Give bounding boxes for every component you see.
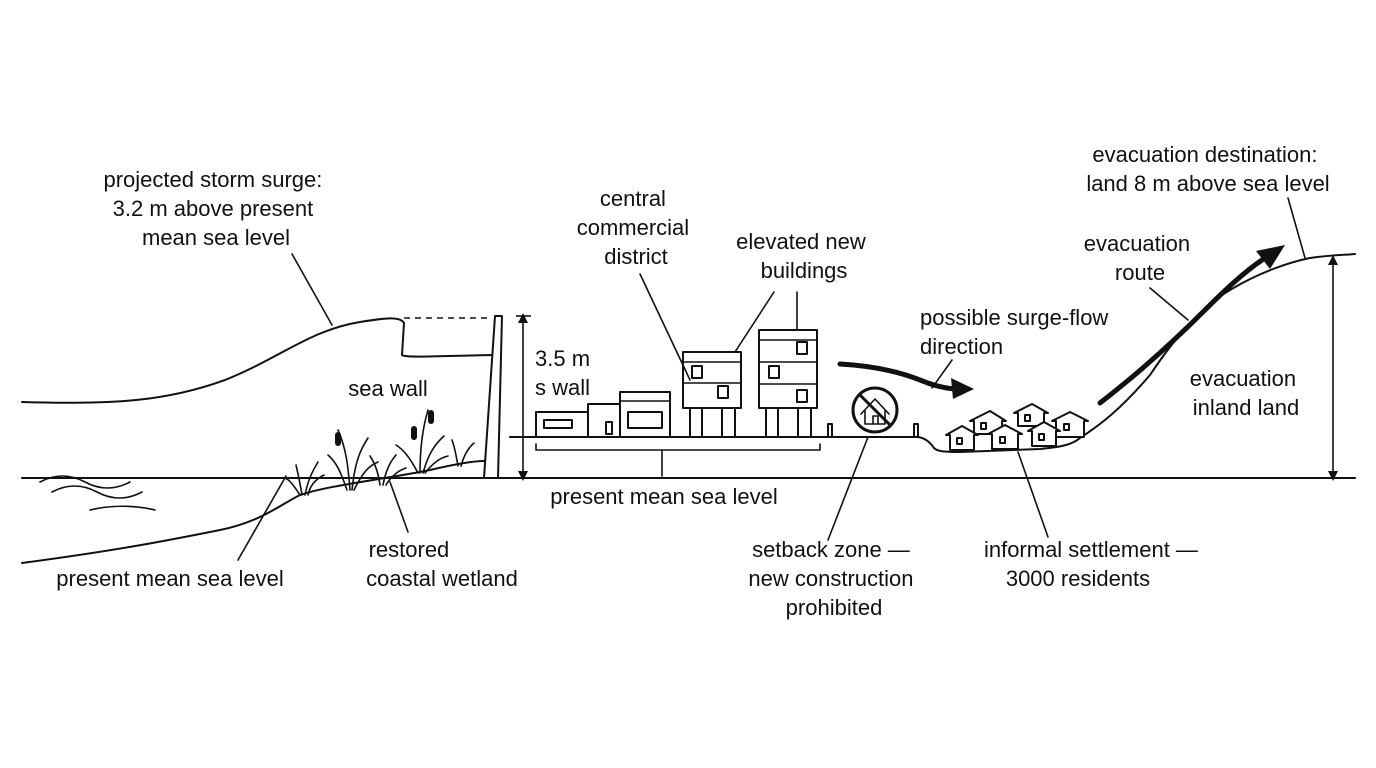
storm-surge-curve [21, 317, 493, 404]
storm-surge-line-1: projected storm surge: [104, 167, 323, 192]
informal-settlement-label: informal settlement — 3000 residents [984, 537, 1204, 591]
inland-line-1: evacuation [1190, 366, 1296, 391]
surge-flow-label: possible surge-flow direction [920, 305, 1114, 359]
wetland-line-2: coastal wetland [366, 566, 518, 591]
destination-line-1: evacuation destination: [1092, 142, 1317, 167]
no-construction-icon [851, 386, 899, 434]
setback-line-3: prohibited [786, 595, 883, 620]
wall-height-line-2: s wall [535, 375, 590, 400]
evacuation-route-arrow [1097, 245, 1285, 406]
ground-profile [509, 253, 1356, 453]
elevated-buildings-label: elevated new buildings [736, 229, 872, 283]
settlement-line-2: 3000 residents [1006, 566, 1150, 591]
commercial-line-3: district [604, 244, 668, 269]
leader-lines [237, 197, 1306, 561]
wetland-plants [284, 409, 475, 496]
wetland-line-1: restored [369, 537, 450, 562]
setback-zone-label: setback zone — new construction prohibit… [748, 537, 919, 620]
setback-line-1: setback zone — [752, 537, 910, 562]
elevated-building-1 [682, 351, 742, 438]
evacuation-destination-label: evacuation destination: land 8 m above s… [1086, 142, 1329, 196]
surge-flow-line-2: direction [920, 334, 1003, 359]
sea-level-left-label: present mean sea level [56, 566, 283, 591]
setback-line-2: new construction [748, 566, 913, 591]
wall-height-label: 3.5 m s wall [535, 346, 596, 400]
evacuation-inland-label: evacuation inland land [1190, 366, 1303, 420]
route-line-1: evacuation [1084, 231, 1190, 256]
commercial-buildings [533, 391, 671, 438]
elevated-line-1: elevated new [736, 229, 866, 254]
sea-level-center-label: present mean sea level [550, 484, 777, 509]
informal-settlement-houses [945, 403, 1089, 451]
route-line-2: route [1115, 260, 1165, 285]
shoreline-ground [21, 460, 485, 564]
storm-surge-label: projected storm surge: 3.2 m above prese… [104, 167, 329, 250]
destination-line-2: land 8 m above sea level [1086, 171, 1329, 196]
elevated-line-2: buildings [761, 258, 848, 283]
storm-surge-line-3: mean sea level [142, 225, 290, 250]
commercial-line-1: central [600, 186, 666, 211]
sea-water [21, 475, 263, 511]
sea-wall [483, 315, 503, 479]
inland-line-2: inland land [1193, 395, 1299, 420]
sea-wall-label: sea wall [348, 376, 427, 401]
district-bracket [535, 443, 821, 477]
commercial-line-2: commercial [577, 215, 689, 240]
storm-surge-line-2: 3.2 m above present [113, 196, 314, 221]
settlement-line-1: informal settlement — [984, 537, 1198, 562]
evacuation-route-label: evacuation route [1084, 231, 1197, 285]
wetland-label: restored coastal wetland [366, 537, 518, 591]
commercial-district-label: central commercial district [577, 186, 696, 269]
surge-flow-arrow [837, 361, 974, 399]
elevated-building-2 [758, 329, 818, 438]
wall-height-line-1: 3.5 m [535, 346, 590, 371]
surge-flow-line-1: possible surge-flow [920, 305, 1108, 330]
